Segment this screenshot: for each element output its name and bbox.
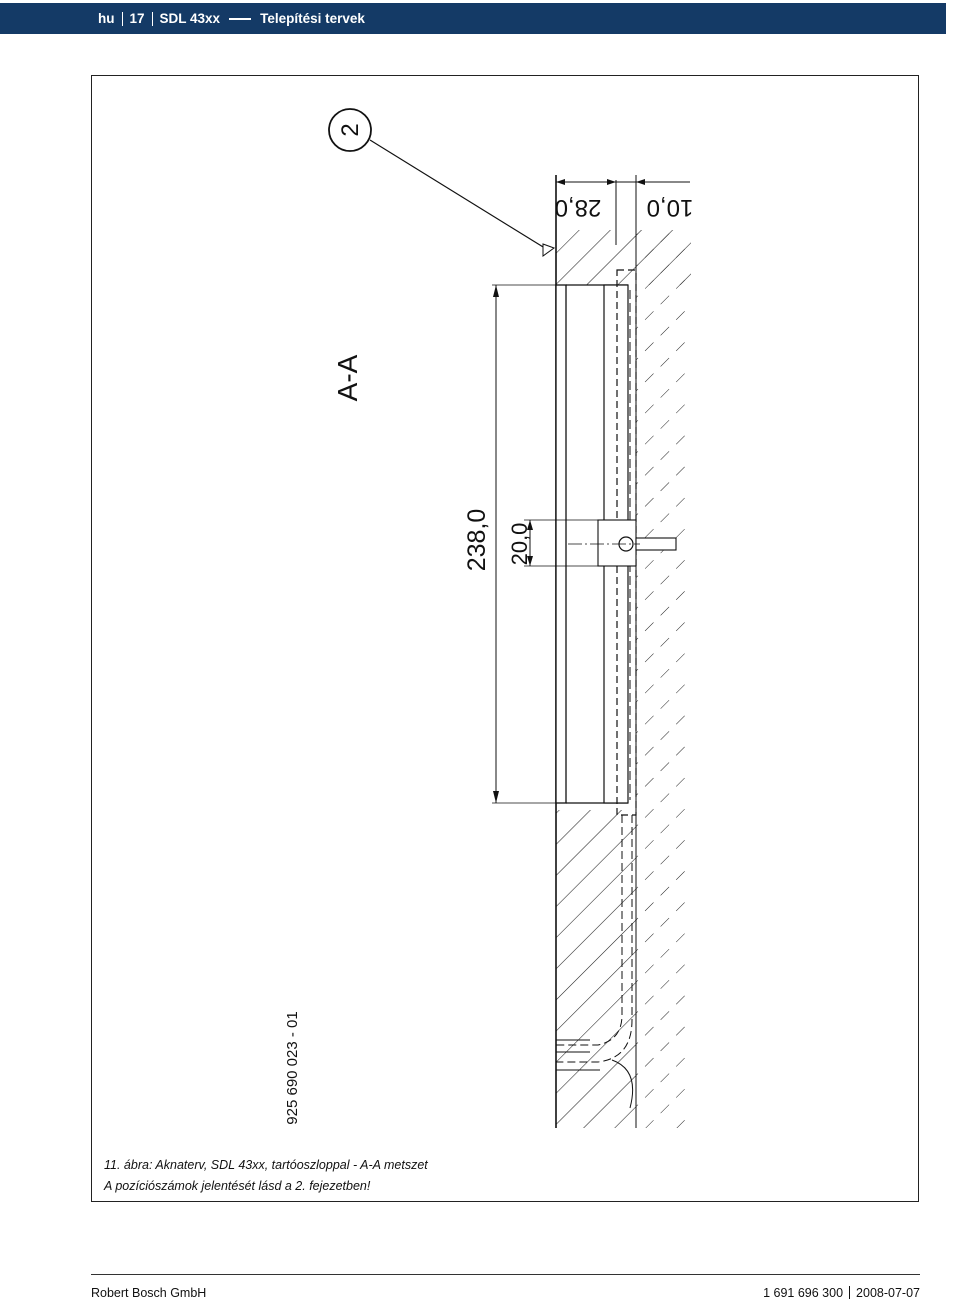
dimension-depth-small bbox=[524, 519, 598, 567]
header-page-number: 17 bbox=[129, 11, 145, 26]
header-product: SDL 43xx bbox=[159, 11, 221, 26]
footer-separator bbox=[849, 1286, 851, 1299]
dim-label-height-total: 238,0 bbox=[463, 509, 491, 572]
dim-label-wall-gap: 10,0 bbox=[647, 194, 694, 221]
header-separator bbox=[151, 11, 153, 26]
header-dash bbox=[229, 17, 252, 20]
caption-line-1: 11. ábra: Aknaterv, SDL 43xx, tartóoszlo… bbox=[104, 1158, 428, 1172]
footer-company: Robert Bosch GmbH bbox=[91, 1286, 207, 1300]
figure-frame bbox=[91, 75, 919, 1202]
header-section: Telepítési tervek bbox=[260, 11, 365, 26]
footer-date: 2008-07-07 bbox=[856, 1286, 920, 1300]
position-marker-number: 2 bbox=[337, 123, 364, 136]
header-lang: hu bbox=[98, 11, 115, 26]
conduit-pipe bbox=[556, 815, 634, 1109]
page-header: hu 17 SDL 43xx Telepítési tervek bbox=[0, 3, 946, 34]
position-marker-leader bbox=[328, 108, 556, 257]
dim-label-depth-small: 20,0 bbox=[507, 523, 532, 566]
dim-label-depth-top: 28,0 bbox=[555, 194, 602, 221]
support-post bbox=[568, 519, 677, 567]
dimension-height-total bbox=[492, 284, 556, 804]
figure-caption: 11. ábra: Aknaterv, SDL 43xx, tartóoszlo… bbox=[104, 1155, 428, 1197]
footer-doc-info: 1 691 696 300 2008-07-07 bbox=[763, 1286, 920, 1300]
header-separator bbox=[121, 11, 123, 26]
dimension-top bbox=[556, 179, 690, 185]
footer-divider bbox=[91, 1274, 920, 1275]
caption-line-2: A pozíciószámok jelentését lásd a 2. fej… bbox=[104, 1179, 371, 1193]
wall-hatching bbox=[556, 230, 691, 1128]
section-label: A-A bbox=[332, 354, 363, 401]
footer-doc-number: 1 691 696 300 bbox=[763, 1286, 844, 1300]
drawing-number: 925 690 023 - 01 bbox=[284, 1011, 301, 1124]
